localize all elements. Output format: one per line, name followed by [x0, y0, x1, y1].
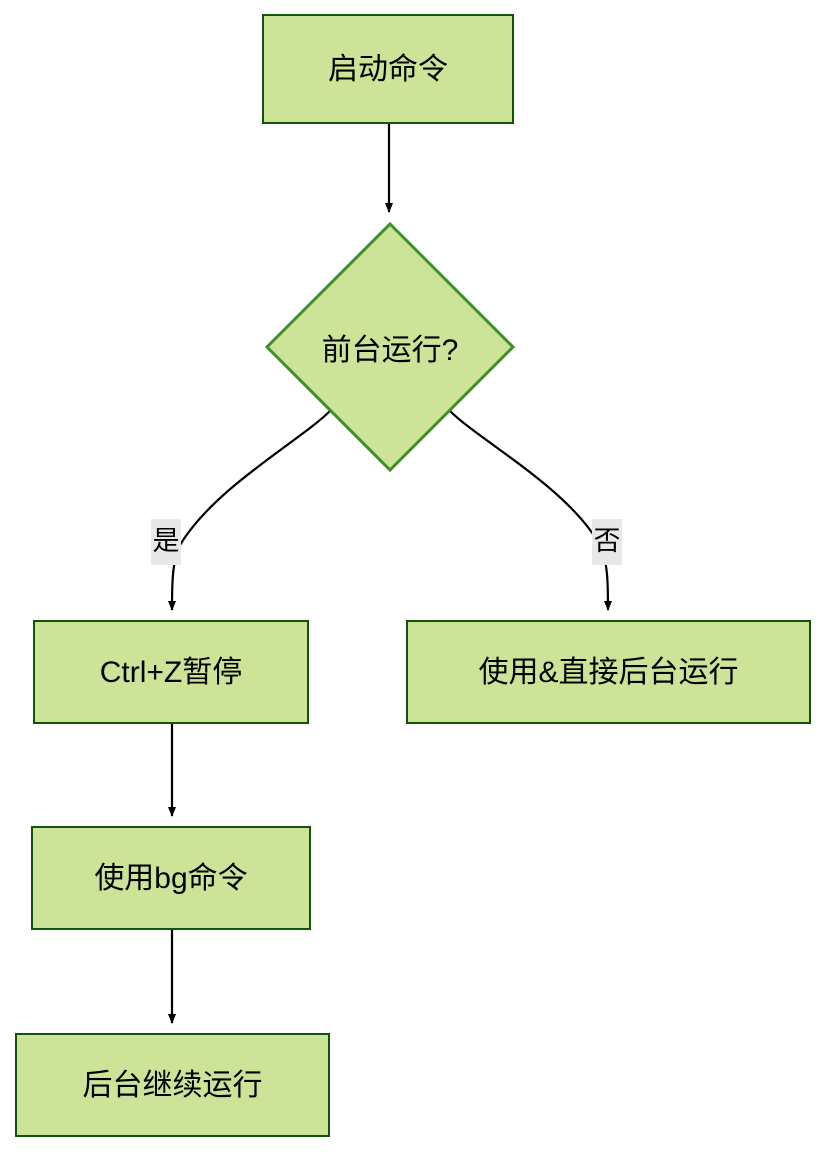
node-pause-label: Ctrl+Z暂停 — [99, 655, 243, 689]
edge-label-yes: 是 — [151, 519, 181, 565]
node-ampersand-background[interactable]: 使用&直接后台运行 — [406, 620, 811, 724]
node-ampersand-background-label: 使用&直接后台运行 — [478, 655, 739, 689]
edge-label-yes-text: 是 — [152, 526, 180, 556]
edge-label-no-text: 否 — [593, 526, 621, 556]
edge-label-no: 否 — [592, 519, 622, 565]
diamond-shape-icon — [265, 222, 515, 472]
node-decision-label: 前台运行? — [321, 334, 459, 367]
node-keep-running[interactable]: 后台继续运行 — [15, 1033, 330, 1137]
node-start[interactable]: 启动命令 — [262, 14, 514, 124]
node-pause[interactable]: Ctrl+Z暂停 — [33, 620, 309, 724]
node-bg-command[interactable]: 使用bg命令 — [31, 826, 311, 930]
node-decision[interactable]: 前台运行? — [265, 222, 515, 472]
node-start-label: 启动命令 — [328, 52, 448, 86]
node-bg-command-label: 使用bg命令 — [94, 861, 248, 895]
node-keep-running-label: 后台继续运行 — [82, 1068, 263, 1102]
